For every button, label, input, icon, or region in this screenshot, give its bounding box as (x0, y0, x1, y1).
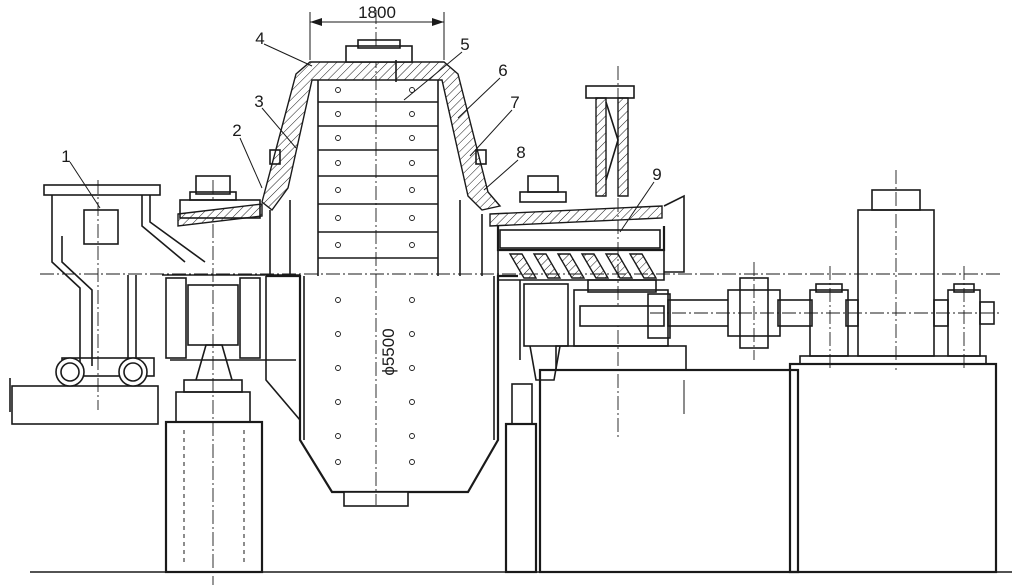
part-label-2: 2 (232, 121, 241, 140)
leader-lines (69, 43, 655, 233)
part-label-8: 8 (516, 143, 525, 162)
cone-bolt-rows (335, 87, 415, 248)
upper-cone (261, 39, 502, 276)
part-label-3: 3 (254, 92, 263, 111)
gear-teeth (508, 253, 658, 279)
part-label-7: 7 (510, 93, 519, 112)
drive-shaft (667, 262, 813, 360)
left-floor-slab (9, 378, 159, 425)
part-label-9: 9 (652, 165, 661, 184)
part-labels: 1 2 3 4 5 6 7 8 9 (61, 29, 661, 184)
top-width-dimension: 1800 (309, 3, 445, 60)
top-width-value: 1800 (358, 3, 396, 22)
part-label-6: 6 (498, 61, 507, 80)
feed-chute (43, 180, 206, 410)
motor-pedestal (650, 170, 1000, 574)
part-label-1: 1 (61, 147, 70, 166)
right-trunnion-gear (489, 175, 685, 381)
auxiliary-column (504, 383, 538, 574)
left-bearing-pedestal (164, 180, 264, 585)
drive-base (538, 279, 800, 574)
vertical-feed-pipe (585, 66, 635, 440)
part-label-5: 5 (460, 35, 469, 54)
part-label-4: 4 (255, 29, 264, 48)
shell-bolt-rows (335, 297, 415, 465)
left-trunnion (162, 175, 300, 361)
shell-diameter-value: ϕ5500 (379, 328, 398, 375)
mill-shell (265, 274, 518, 507)
